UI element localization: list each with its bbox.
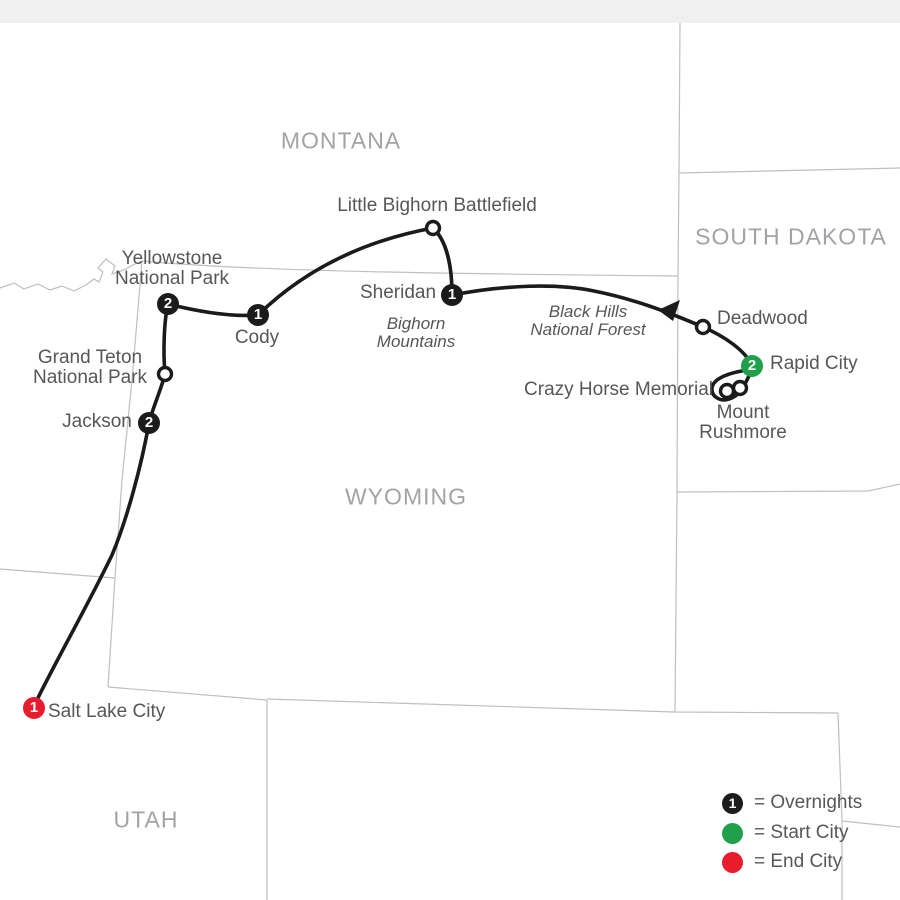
route-sheridan-rapid-city [450,284,753,366]
label-jackson: Jackson [62,411,132,432]
label-grand-teton-line1: Grand Teton [37,347,143,368]
legend-row-start-city: = Start City [722,822,849,844]
border-north-south-dakota [678,167,900,174]
border-utah-north [107,686,268,701]
legend-row-end-city: = End City [722,851,842,873]
label-bighorn-line1: Bighorn [386,314,446,333]
legend-start-city-label: = Start City [754,822,849,843]
route-cody-little-bighorn [256,226,435,317]
route-salt-lake-jackson [32,421,151,708]
legend-end-city-label: = End City [754,851,843,872]
label-mount-rushmore: Mount Rushmore [699,403,787,443]
stop-circle-grand-teton [156,365,174,383]
state-label-wyoming: WYOMING [345,483,467,510]
label-sheridan: Sheridan [359,282,437,303]
label-yellowstone-line2: National Park [114,268,230,289]
stop-circle-little-bighorn [424,219,442,237]
marker-jackson: 2 [138,412,160,434]
label-deadwood: Deadwood [717,308,808,329]
state-label-south-dakota: SOUTH DAKOTA [695,223,887,250]
start-city-marker-icon [722,822,743,844]
border-idaho-montana [0,258,143,292]
legend-overnights-label: = Overnights [754,792,863,813]
state-label-utah: UTAH [113,806,179,833]
marker-sheridan: 1 [441,284,463,306]
end-city-marker-icon [722,851,743,873]
direction-arrow-icon [658,300,680,321]
stop-circle-crazy-horse [718,382,736,400]
label-grand-teton-line2: National Park [32,367,148,388]
label-yellowstone-line1: Yellowstone [121,248,223,269]
label-salt-lake-city: Salt Lake City [48,701,166,722]
marker-salt-lake-city-end: 1 [23,697,45,719]
label-cody: Cody [234,327,280,348]
state-label-montana: MONTANA [280,127,402,154]
label-rapid-city: Rapid City [770,353,858,374]
stop-circle-deadwood [694,318,712,336]
marker-yellowstone: 2 [157,293,179,315]
border-idaho-wyoming [107,260,143,688]
border-montana-wyoming [141,260,679,277]
border-nebraska-kansas [841,820,900,828]
legend-row-overnights: 1 = Overnights [722,792,862,814]
label-black-hills: Black Hills National Forest [530,303,645,339]
label-little-bighorn: Little Bighorn Battlefield [337,195,537,216]
visit-stops [156,219,749,400]
label-yellowstone: Yellowstone National Park [115,249,229,289]
top-band-area [0,0,900,23]
border-wyoming-south [266,698,839,714]
label-black-hills-line1: Black Hills [548,302,628,321]
border-wyoming-east [674,22,681,713]
label-grand-teton: Grand Teton National Park [33,348,147,388]
stop-circle-mount-rushmore [731,379,749,397]
route-yellowstone-cody [166,302,260,318]
border-south-dakota-nebraska [676,483,900,493]
marker-cody: 1 [247,304,269,326]
state-borders [0,22,900,900]
label-mount-rushmore-line2: Rushmore [699,422,787,443]
border-idaho-utah [0,568,116,579]
label-crazy-horse: Crazy Horse Memorial [524,379,713,400]
marker-rapid-city-start: 2 [741,355,763,377]
label-mount-rushmore-line1: Mount [716,402,770,423]
label-bighorn-mountains: Bighorn Mountains [377,315,455,351]
label-bighorn-line2: Mountains [376,332,456,351]
overnight-marker-icon: 1 [722,792,743,814]
route-black-hills-loop [710,365,753,402]
label-black-hills-line2: National Forest [530,320,646,339]
